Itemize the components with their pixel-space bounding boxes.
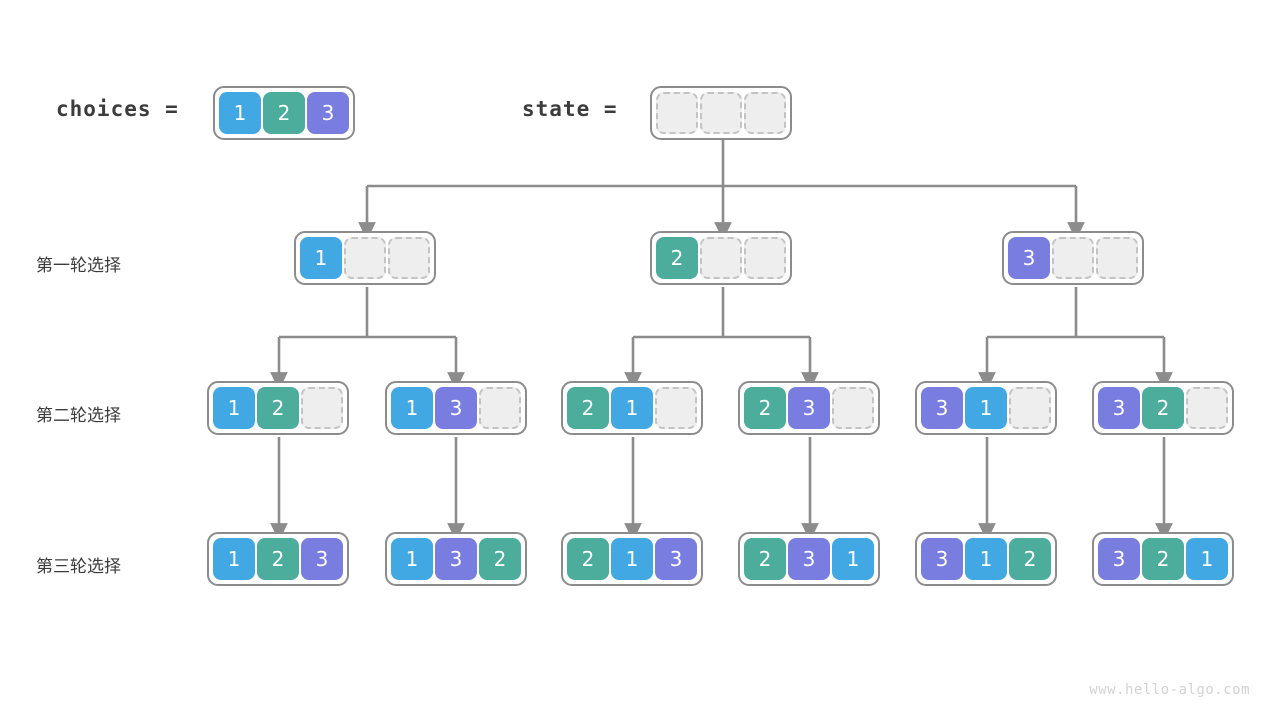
r1b2-cell-2 <box>744 237 786 279</box>
r1b1-cell-2 <box>388 237 430 279</box>
r3b4-cell-2: 1 <box>832 538 874 580</box>
r1b2-cell-1 <box>700 237 742 279</box>
r2b1-cell-0: 1 <box>213 387 255 429</box>
r1b3-cell-1 <box>1052 237 1094 279</box>
r3b5-cell-0: 3 <box>921 538 963 580</box>
state-array-round-1-branch-2: 2 <box>650 231 792 285</box>
r1b3-cell-0: 3 <box>1008 237 1050 279</box>
r3b3-cell-1: 1 <box>611 538 653 580</box>
r2b1-cell-2 <box>301 387 343 429</box>
r3b3-cell-0: 2 <box>567 538 609 580</box>
watermark: www.hello-algo.com <box>1089 682 1250 698</box>
row-label-round-1: 第一轮选择 <box>36 256 121 276</box>
r2b5-cell-0: 3 <box>921 387 963 429</box>
r2b3-cell-1: 1 <box>611 387 653 429</box>
r2b1-cell-1: 2 <box>257 387 299 429</box>
r3b4-cell-1: 3 <box>788 538 830 580</box>
r2b2-cell-2 <box>479 387 521 429</box>
r1b2-cell-0: 2 <box>656 237 698 279</box>
r3b6-cell-1: 2 <box>1142 538 1184 580</box>
r3b2-cell-0: 1 <box>391 538 433 580</box>
r3b6-cell-0: 3 <box>1098 538 1140 580</box>
state-array-round-1-branch-1: 1 <box>294 231 436 285</box>
r2b2-cell-1: 3 <box>435 387 477 429</box>
r2b4-cell-0: 2 <box>744 387 786 429</box>
r2b6-cell-2 <box>1186 387 1228 429</box>
r3b5-cell-2: 2 <box>1009 538 1051 580</box>
r3b1-cell-1: 2 <box>257 538 299 580</box>
r2b3-cell-2 <box>655 387 697 429</box>
r2b5-cell-1: 1 <box>965 387 1007 429</box>
choices-cell-2: 3 <box>307 92 349 134</box>
r1b3-cell-2 <box>1096 237 1138 279</box>
r3b6-cell-2: 1 <box>1186 538 1228 580</box>
choices-label: choices = <box>56 97 179 121</box>
r3b1-cell-2: 3 <box>301 538 343 580</box>
r3b4-cell-0: 2 <box>744 538 786 580</box>
r3b2-cell-2: 2 <box>479 538 521 580</box>
state-array <box>650 86 792 140</box>
r2b2-cell-0: 1 <box>391 387 433 429</box>
r1b1-cell-1 <box>344 237 386 279</box>
state-cell-2 <box>744 92 786 134</box>
state-cell-0 <box>656 92 698 134</box>
r2b3-cell-0: 2 <box>567 387 609 429</box>
r3b3-cell-2: 3 <box>655 538 697 580</box>
r3b5-cell-1: 1 <box>965 538 1007 580</box>
choices-cell-0: 1 <box>219 92 261 134</box>
row-label-round-3: 第三轮选择 <box>36 557 121 577</box>
r2b6-cell-1: 2 <box>1142 387 1184 429</box>
r2b4-cell-1: 3 <box>788 387 830 429</box>
r3b1-cell-0: 1 <box>213 538 255 580</box>
r2b4-cell-2 <box>832 387 874 429</box>
choices-cell-1: 2 <box>263 92 305 134</box>
row-label-round-2: 第二轮选择 <box>36 406 121 426</box>
r3b2-cell-1: 3 <box>435 538 477 580</box>
r2b6-cell-0: 3 <box>1098 387 1140 429</box>
state-array-round-1-branch-3: 3 <box>1002 231 1144 285</box>
state-cell-1 <box>700 92 742 134</box>
r2b5-cell-2 <box>1009 387 1051 429</box>
r1b1-cell-0: 1 <box>300 237 342 279</box>
state-label: state = <box>522 97 618 121</box>
